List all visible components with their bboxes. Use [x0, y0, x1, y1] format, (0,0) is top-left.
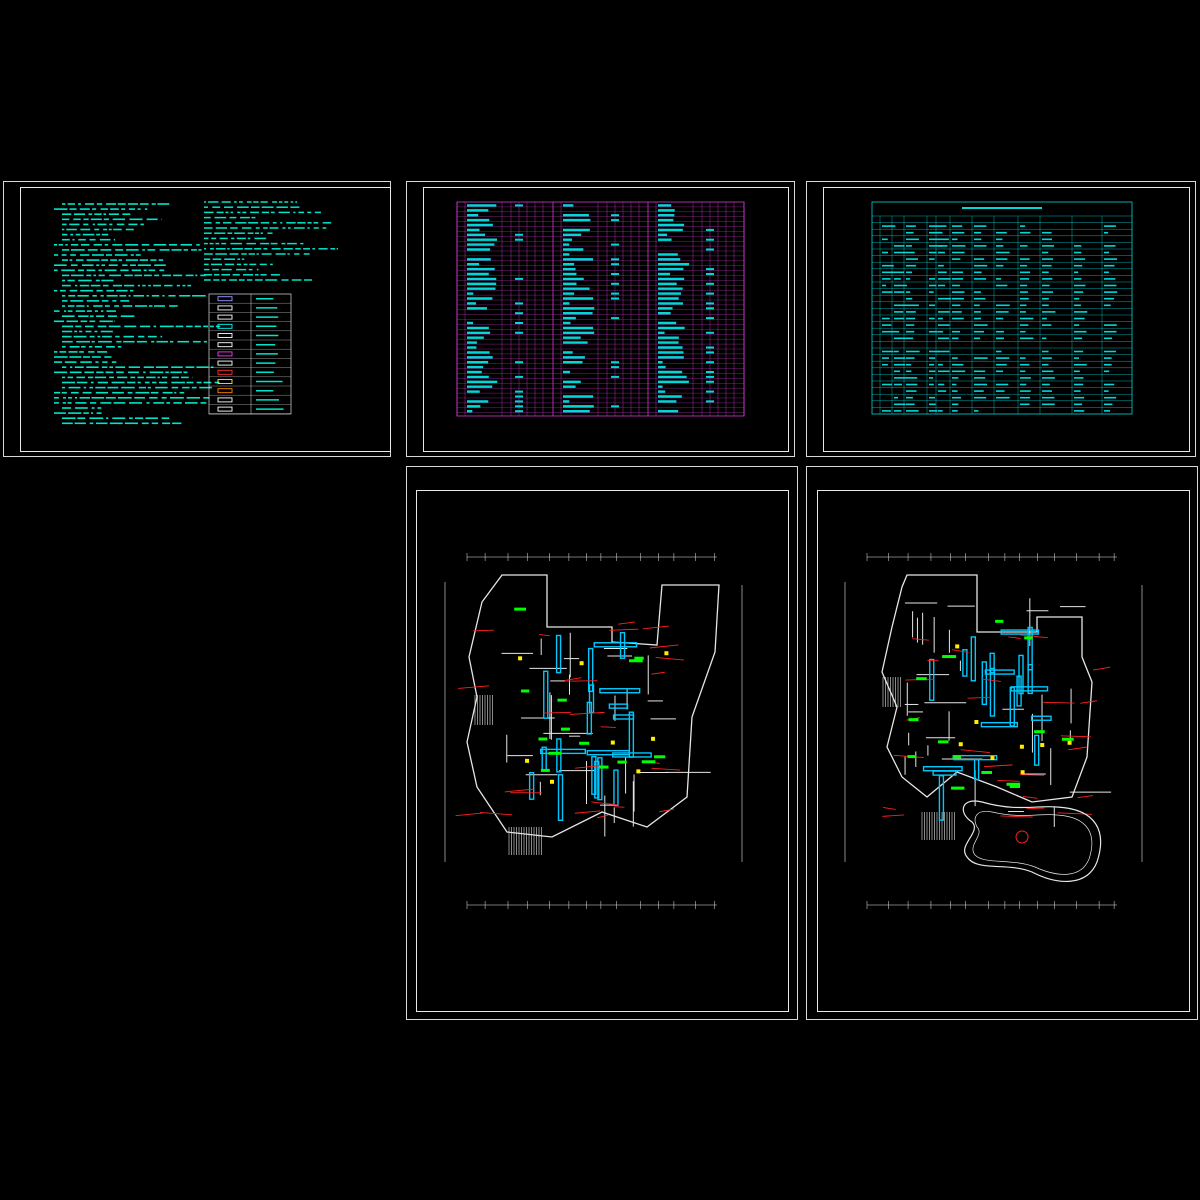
- schedule-a-drawing: [456, 201, 745, 417]
- sheet-inner-frame: [823, 187, 1190, 452]
- sheet-inner-frame: [423, 187, 789, 452]
- sheet-equipment-table-a[interactable]: [406, 181, 795, 457]
- sheet-design-notes[interactable]: [3, 181, 391, 457]
- schedule-b-drawing: [871, 201, 1133, 415]
- sheet-inner-frame: [817, 490, 1190, 1012]
- second-floor-plan-drawing: [444, 553, 743, 909]
- first-floor-plan-drawing: [844, 553, 1143, 909]
- notes-text-block-left: [54, 203, 221, 425]
- notes-drawing: [54, 201, 339, 425]
- sheet-plan-second-floor[interactable]: [406, 466, 798, 1020]
- floor-plan-geometry: [444, 553, 743, 909]
- sheet-equipment-table-b[interactable]: [806, 181, 1196, 457]
- equipment-schedule-table: [871, 201, 1133, 415]
- floor-plan-geometry: [844, 553, 1143, 909]
- sheet-inner-frame: [416, 490, 789, 1012]
- sheet-inner-frame: [20, 187, 391, 452]
- equipment-schedule-table: [456, 201, 745, 417]
- sheet-plan-first-floor[interactable]: [806, 466, 1198, 1020]
- notes-text-block-right: [204, 201, 339, 281]
- legend-table: [208, 293, 292, 415]
